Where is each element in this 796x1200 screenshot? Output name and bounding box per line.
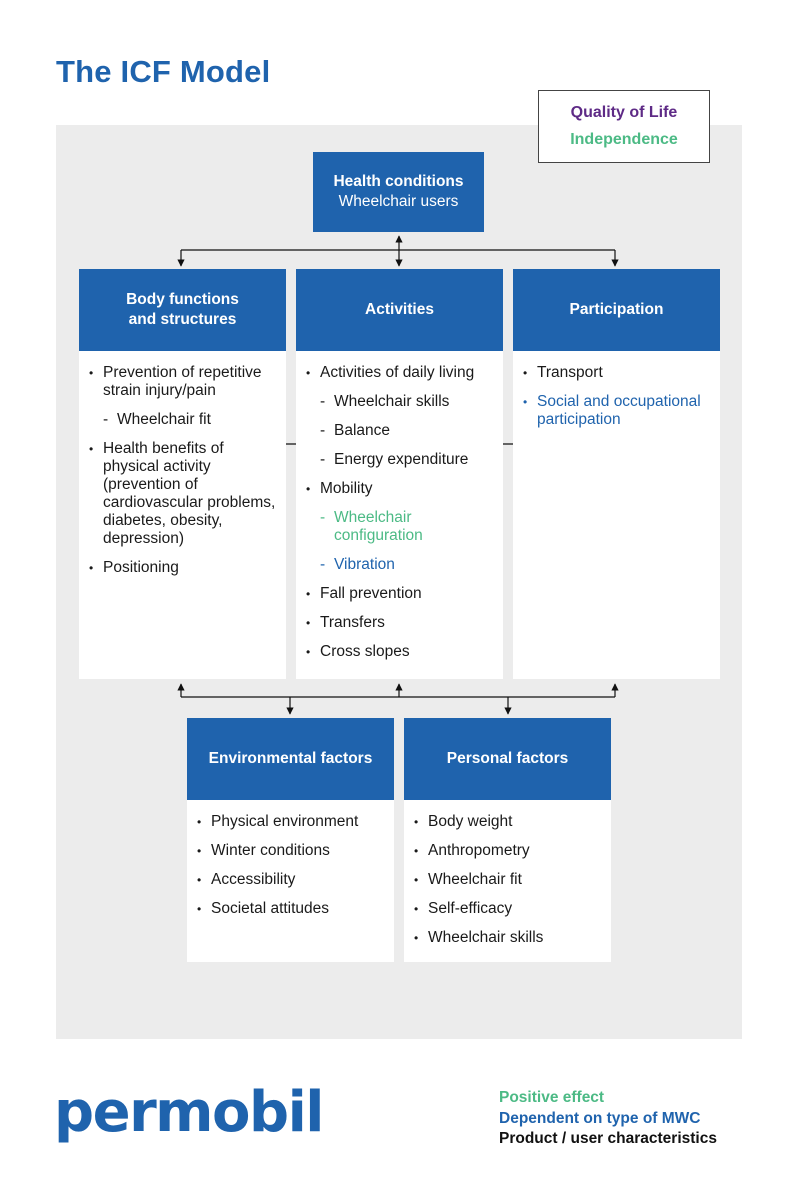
outcomes-box: Quality of Life Independence: [538, 90, 710, 163]
sub-list-item: Wheelchair configuration: [306, 509, 493, 545]
activities-title: Activities: [365, 301, 434, 318]
list-item: Anthropometry: [414, 842, 601, 860]
list-item: Mobility: [306, 480, 493, 498]
personal-factors-box: Personal factors Body weightAnthropometr…: [404, 718, 611, 962]
body-functions-box: Body functions and structures Prevention…: [79, 269, 286, 679]
list-item: Societal attitudes: [197, 900, 384, 918]
environmental-factors-header: Environmental factors: [187, 718, 394, 800]
personal-factors-list: Body weightAnthropometryWheelchair fitSe…: [404, 800, 611, 947]
legend: Positive effect Dependent on type of MWC…: [499, 1088, 717, 1150]
legend-positive-effect: Positive effect: [499, 1089, 605, 1106]
body-functions-title-line2: and structures: [128, 311, 237, 328]
list-item: Accessibility: [197, 871, 384, 889]
activities-list: Activities of daily livingWheelchair ski…: [296, 351, 503, 661]
legend-product-user-characteristics: Product / user characteristics: [499, 1130, 717, 1147]
list-item: Social and occupational participation: [523, 393, 710, 429]
health-conditions-title: Health conditions: [333, 173, 464, 190]
list-item: Fall prevention: [306, 585, 493, 603]
sub-list-item: Wheelchair fit: [89, 411, 276, 429]
body-functions-title-line1: Body functions: [126, 291, 239, 308]
sub-list-item: Vibration: [306, 556, 493, 574]
permobil-logo: permobil: [54, 1080, 324, 1145]
list-item: Transport: [523, 364, 710, 382]
sub-list-item: Energy expenditure: [306, 451, 493, 469]
personal-factors-header: Personal factors: [404, 718, 611, 800]
body-functions-list: Prevention of repetitive strain injury/p…: [79, 351, 286, 577]
list-item: Cross slopes: [306, 643, 493, 661]
list-item: Transfers: [306, 614, 493, 632]
list-item: Winter conditions: [197, 842, 384, 860]
sub-list-item: Wheelchair skills: [306, 393, 493, 411]
health-conditions-box: Health conditions Wheelchair users: [313, 152, 484, 232]
quality-of-life-label: Quality of Life: [570, 104, 678, 121]
participation-list: TransportSocial and occupational partici…: [513, 351, 720, 429]
list-item: Wheelchair fit: [414, 871, 601, 889]
legend-dependent-on-mwc: Dependent on type of MWC: [499, 1109, 701, 1127]
list-item: Physical environment: [197, 813, 384, 831]
environmental-factors-box: Environmental factors Physical environme…: [187, 718, 394, 962]
activities-box: Activities Activities of daily livingWhe…: [296, 269, 503, 679]
personal-factors-title: Personal factors: [446, 750, 569, 767]
participation-header: Participation: [513, 269, 720, 351]
activities-header: Activities: [296, 269, 503, 351]
sub-list-item: Balance: [306, 422, 493, 440]
list-item: Prevention of repetitive strain injury/p…: [89, 364, 276, 400]
participation-title: Participation: [569, 301, 664, 318]
health-conditions-subtitle: Wheelchair users: [338, 193, 459, 210]
independence-label: Independence: [570, 131, 678, 148]
list-item: Wheelchair skills: [414, 929, 601, 947]
list-item: Body weight: [414, 813, 601, 831]
body-functions-header: Body functions and structures: [79, 269, 286, 351]
list-item: Positioning: [89, 559, 276, 577]
page-title: The ICF Model: [56, 54, 271, 89]
environmental-factors-title: Environmental factors: [208, 750, 373, 767]
environmental-factors-list: Physical environmentWinter conditionsAcc…: [187, 800, 394, 918]
list-item: Activities of daily living: [306, 364, 493, 382]
list-item: Self-efficacy: [414, 900, 601, 918]
list-item: Health benefits of physical activity (pr…: [89, 440, 276, 548]
participation-box: Participation TransportSocial and occupa…: [513, 269, 720, 679]
